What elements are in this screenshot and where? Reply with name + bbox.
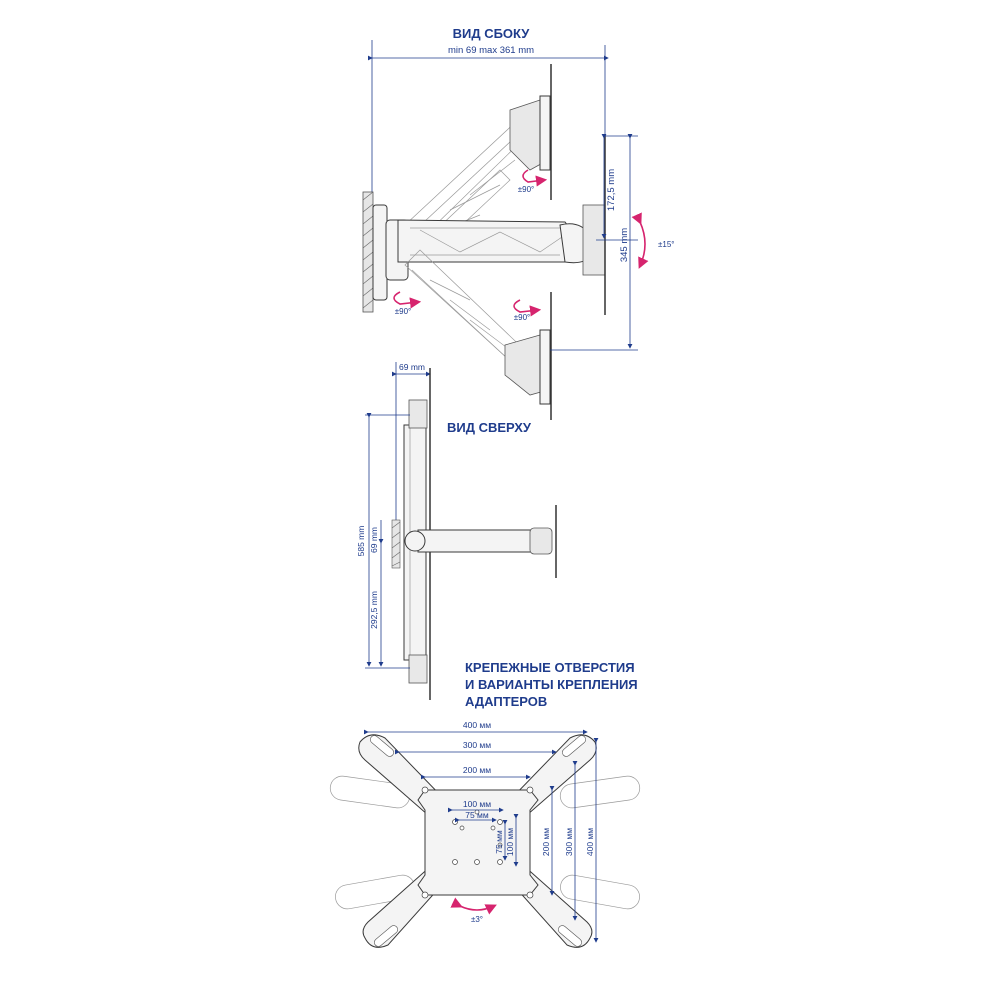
vesa-section: КРЕПЕЖНЫЕ ОТВЕРСТИЯ И ВАРИАНТЫ КРЕПЛЕНИЯ… [329, 660, 641, 948]
vesa-title-line2: И ВАРИАНТЫ КРЕПЛЕНИЯ [465, 677, 638, 692]
vesa-w300-label: 300 мм [463, 740, 491, 750]
side-view: ВИД СБОКУ min 69 max 361 mm [362, 26, 675, 420]
svg-text:±90°: ±90° [518, 185, 535, 194]
top-bracket-lower [408, 654, 428, 684]
vesa-h100-label: 100 мм [505, 828, 515, 856]
svg-text:±90°: ±90° [514, 313, 531, 322]
depth-range-label: min 69 max 361 mm [448, 45, 534, 56]
height-half-label: 172,5 mm [606, 169, 617, 211]
vesa-w75-label: 75 мм [465, 810, 489, 820]
top-wall-depth-label: 69 mm [369, 527, 379, 553]
top-width-full-label: 585 mm [356, 526, 366, 557]
top-bracket-upper [408, 399, 428, 429]
top-width-half-label: 292,5 mm [369, 591, 379, 629]
svg-text:±3°: ±3° [471, 915, 483, 924]
swivel-arrow-wall: ±90° [393, 291, 422, 316]
vesa-h200-label: 200 мм [541, 828, 551, 856]
vesa-h75-label: 75 мм [494, 830, 504, 854]
vesa-h300-label: 300 мм [564, 828, 574, 856]
top-depth-label: 69 mm [399, 362, 425, 372]
vesa-title-line3: АДАПТЕРОВ [465, 694, 547, 709]
upper-arm-position [404, 64, 552, 256]
extended-arm [397, 135, 606, 315]
lower-arm-position [404, 249, 552, 420]
height-full-label: 345 mm [619, 228, 630, 262]
swivel-arrow-top: ±90° [518, 169, 548, 194]
vesa-w100-label: 100 мм [463, 799, 491, 809]
swivel-arrow-mid: ±90° [513, 299, 542, 322]
top-wall [391, 519, 401, 569]
vesa-title-line1: КРЕПЕЖНЫЕ ОТВЕРСТИЯ [465, 660, 635, 675]
top-head [529, 527, 553, 555]
svg-text:±15°: ±15° [658, 240, 675, 249]
svg-text:±90°: ±90° [395, 307, 412, 316]
top-view-title: ВИД СВЕРХУ [447, 420, 532, 435]
side-view-title: ВИД СБОКУ [453, 26, 531, 41]
tilt-arrow: ±15° [631, 212, 675, 269]
top-view: ВИД СВЕРХУ 69 mm 585 mm 292,5 mm 69 mm [356, 362, 557, 700]
vesa-w200-label: 200 мм [463, 765, 491, 775]
vesa-w400-label: 400 мм [463, 720, 491, 730]
top-arm-extended [417, 529, 539, 553]
wall-plate [362, 191, 409, 313]
vesa-rotation-arrow: ±3° [450, 897, 497, 924]
top-pivot [404, 530, 426, 552]
vesa-h400-label: 400 мм [585, 828, 595, 856]
